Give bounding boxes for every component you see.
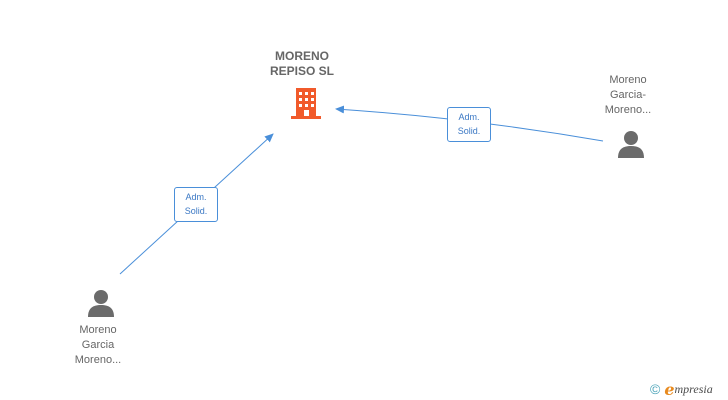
brand-name: mpresia [674, 381, 713, 396]
edge-label-left[interactable]: Adm. Solid. [174, 187, 218, 222]
edge-label-right[interactable]: Adm. Solid. [447, 107, 491, 142]
edge-label-right-line2: Solid. [457, 126, 481, 136]
copyright-icon: © [650, 381, 661, 397]
person-icon[interactable] [616, 129, 646, 159]
person-left-name[interactable]: Moreno Garcia Moreno... [58, 323, 138, 368]
company-name-line1: MORENO [275, 49, 329, 63]
person-right-line3: Moreno... [604, 104, 652, 116]
person-left-line1: Moreno [79, 324, 117, 336]
company-name-line2: REPISO SL [269, 64, 334, 78]
person-left-line2: Garcia [81, 339, 115, 351]
edge-label-left-line1: Adm. [185, 192, 207, 202]
person-icon[interactable] [86, 288, 116, 318]
person-right-name[interactable]: Moreno Garcia- Moreno... [588, 73, 668, 118]
person-left-line3: Moreno... [74, 354, 122, 366]
building-icon[interactable] [289, 85, 323, 121]
person-right-line2: Garcia- [609, 89, 647, 101]
company-name[interactable]: MORENO REPISO SL [252, 49, 352, 79]
brand-initial: e [664, 379, 675, 399]
edge-label-left-line2: Solid. [184, 206, 208, 216]
empresia-logo[interactable]: © e mpresia [650, 379, 713, 399]
edge-label-right-line1: Adm. [458, 112, 480, 122]
person-right-line1: Moreno [609, 74, 647, 86]
